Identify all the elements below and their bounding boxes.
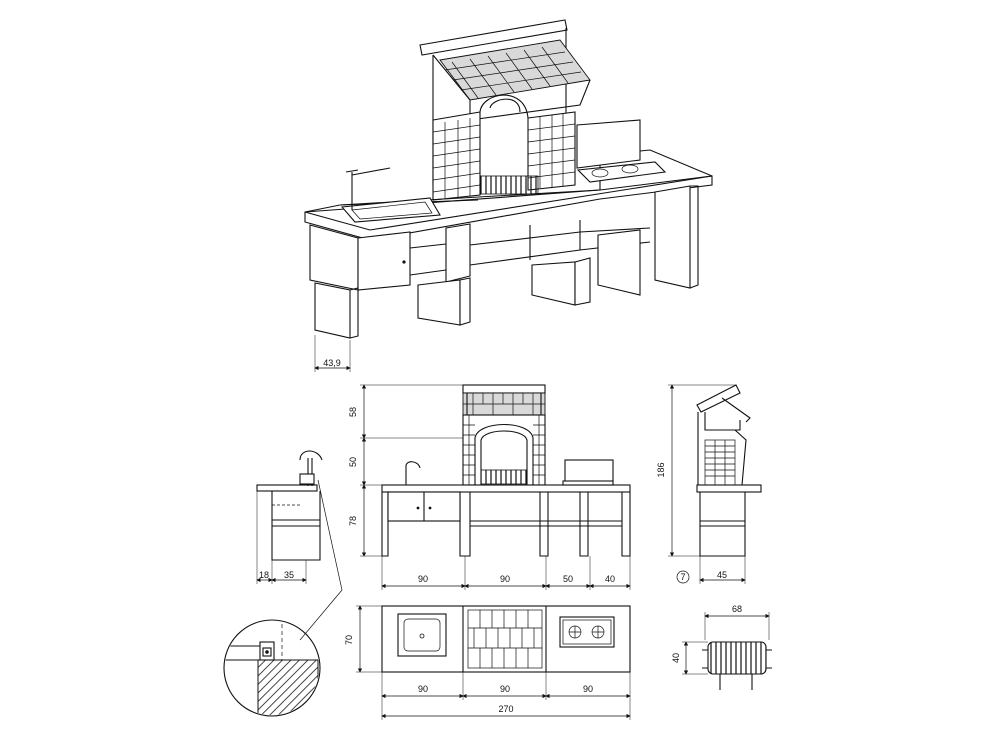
dim-plinth-width: 43,9 [323,358,341,368]
dim-right-base-marker: 7 [680,572,685,582]
dim-right-depth: 45 [717,570,727,580]
dim-height-counter: 78 [348,516,358,526]
perspective-firebox [432,94,576,201]
dim-plan-seg-3: 90 [583,684,593,694]
right-side-elevation: 186 45 7 [656,384,762,584]
perspective-sink [340,167,441,223]
grill-grate-detail: 68 40 [671,604,772,690]
detail-circle [223,619,321,717]
dim-plan-depth: 70 [344,635,354,645]
perspective-view: 43,9 [304,19,713,372]
dim-height-mid: 50 [348,457,358,467]
dim-front-seg-2: 90 [500,574,510,584]
dim-grill-width: 68 [732,604,742,614]
dim-grill-depth: 40 [671,653,681,663]
dim-side-depth-a: 18 [259,570,269,580]
dim-side-depth-b: 35 [284,570,294,580]
base-marker-circle [676,570,690,584]
perspective-hood [419,19,591,185]
dim-right-height: 186 [656,462,666,477]
dim-front-seg-3: 50 [563,574,573,584]
front-elevation: 58 50 78 90 90 50 40 [348,384,631,590]
perspective-plinth-dimension: 43,9 [314,335,351,372]
perspective-cooktop [576,119,667,183]
dim-plan-seg-2: 90 [500,684,510,694]
plan-view: 70 90 90 90 270 [344,605,631,720]
dim-plan-total: 270 [498,704,513,714]
dim-front-seg-4: 40 [605,574,615,584]
perspective-base [309,185,699,339]
dim-plan-seg-1: 90 [418,684,428,694]
left-side-elevation: 18 35 [256,450,343,641]
dim-front-seg-1: 90 [418,574,428,584]
dim-height-top: 58 [348,407,358,417]
